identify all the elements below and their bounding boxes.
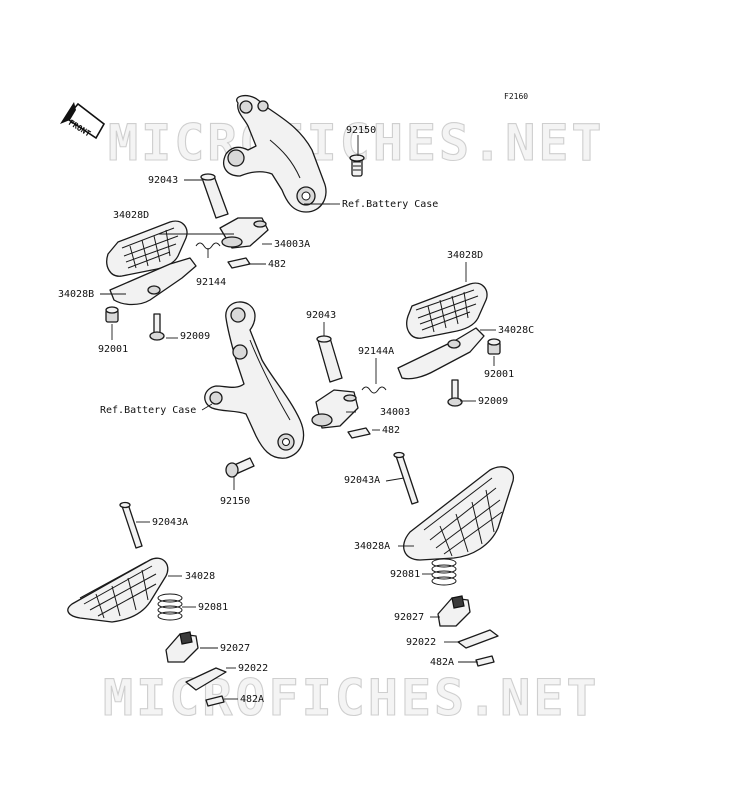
plate-92027-left xyxy=(165,631,199,663)
stopper-92001-left xyxy=(105,306,119,323)
clip-482-middle xyxy=(347,427,371,439)
pin-92043a-left xyxy=(119,501,143,549)
plate-92022-right xyxy=(457,629,499,649)
label-92027-right: 92027 xyxy=(394,612,424,623)
label-ref-battery-case-middle: Ref.Battery Case xyxy=(100,405,196,416)
label-482-middle: 482 xyxy=(382,425,400,436)
label-92001-left: 92001 xyxy=(98,344,128,355)
clip-482-upper xyxy=(227,257,251,269)
label-92043-upper: 92043 xyxy=(148,175,178,186)
pin-92043a-right xyxy=(393,451,419,505)
footpeg-base-34028b xyxy=(109,257,197,306)
clip-482a-left xyxy=(205,695,225,707)
leader-lines xyxy=(100,135,496,700)
label-92150-lower: 92150 xyxy=(220,496,250,507)
spring-92144a xyxy=(361,386,387,394)
footpeg-34028a xyxy=(403,466,515,561)
label-482a-left: 482A xyxy=(240,694,264,705)
label-92043a-left: 92043A xyxy=(152,517,188,528)
label-92022-right: 92022 xyxy=(406,637,436,648)
label-92150-upper: 92150 xyxy=(346,125,376,136)
watermark-bottom: MICROFICHES.NET xyxy=(103,669,600,727)
label-482a-right: 482A xyxy=(430,657,454,668)
spring-92081-left xyxy=(157,593,183,621)
label-92081-left: 92081 xyxy=(198,602,228,613)
front-arrow-icon: FRONT xyxy=(60,102,106,140)
label-92022-left: 92022 xyxy=(238,663,268,674)
label-34028b: 34028B xyxy=(58,289,94,300)
footpeg-34028d-right xyxy=(406,282,488,339)
stopper-92001-right xyxy=(487,338,501,355)
watermark-top: MICROFICHES.NET xyxy=(108,114,605,172)
label-34028c: 34028C xyxy=(498,325,534,336)
label-ref-battery-case-upper: Ref.Battery Case xyxy=(342,199,438,210)
label-92043a-right: 92043A xyxy=(344,475,380,486)
label-92009-right: 92009 xyxy=(478,396,508,407)
label-92081-right: 92081 xyxy=(390,569,420,580)
spring-92081-right xyxy=(431,558,457,586)
pin-92043-upper xyxy=(200,173,229,219)
diagram-code: F2160 xyxy=(504,92,528,101)
label-34003: 34003 xyxy=(380,407,410,418)
label-34028: 34028 xyxy=(185,571,215,582)
label-34028a: 34028A xyxy=(354,541,390,552)
bolt-92150-lower xyxy=(225,457,255,478)
footpeg-34028 xyxy=(67,557,169,623)
label-92144a: 92144A xyxy=(358,346,394,357)
label-34028d-right: 34028D xyxy=(447,250,483,261)
holder-34003a xyxy=(219,217,269,249)
bolt-92150-upper xyxy=(349,154,365,177)
bolt-92009-left xyxy=(149,313,165,341)
holder-34003 xyxy=(311,389,359,429)
bolt-92009-right xyxy=(447,379,463,407)
clip-482a-right xyxy=(475,655,495,667)
label-92001-right: 92001 xyxy=(484,369,514,380)
label-92144: 92144 xyxy=(196,277,226,288)
plate-92022-left xyxy=(185,667,227,691)
footpeg-bracket-upper xyxy=(223,94,327,213)
label-92043-middle: 92043 xyxy=(306,310,336,321)
label-34028d-left: 34028D xyxy=(113,210,149,221)
footpeg-bracket-middle xyxy=(204,301,305,459)
label-482-upper: 482 xyxy=(268,259,286,270)
label-34003a: 34003A xyxy=(274,239,310,250)
footpeg-base-34028c xyxy=(397,327,485,380)
pin-92043-middle xyxy=(316,335,343,383)
label-92009-left: 92009 xyxy=(180,331,210,342)
plate-92027-right xyxy=(437,595,471,627)
label-92027-left: 92027 xyxy=(220,643,250,654)
